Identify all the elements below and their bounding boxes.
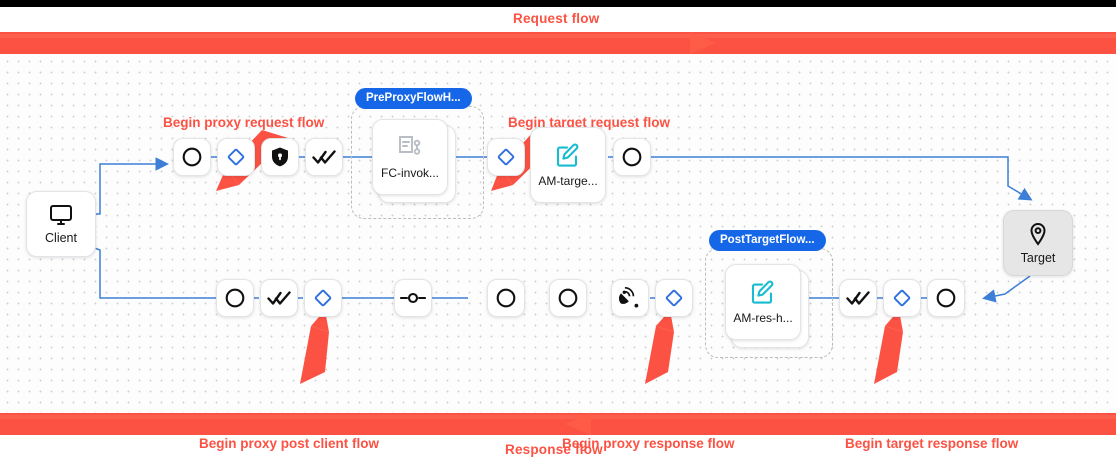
arrow-begin-target-response-flow xyxy=(874,310,903,384)
node-res-target-flow-start[interactable] xyxy=(883,279,921,317)
response-flow-banner xyxy=(0,413,1116,435)
satellite-dish-icon xyxy=(618,286,642,310)
policy-am-res-h-label: AM-res-h... xyxy=(733,311,793,325)
endpoint-target[interactable]: Target xyxy=(1003,210,1073,276)
edge-layer xyxy=(81,130,1033,384)
policy-am-res-h-stack: AM-res-h... xyxy=(725,264,809,348)
request-banner-highlight xyxy=(0,34,1116,38)
node-res-target-checks[interactable] xyxy=(839,279,877,317)
double-check-icon xyxy=(267,289,291,307)
circle-icon xyxy=(935,287,957,309)
edge-target-to-response xyxy=(982,275,1031,303)
circle-icon xyxy=(557,287,579,309)
policy-am-res-h[interactable]: AM-res-h... xyxy=(725,264,801,340)
circle-icon xyxy=(181,146,203,168)
policy-fc-invoke-stack: FC-invok... xyxy=(372,119,456,203)
arrow-begin-proxy-response-flow xyxy=(645,310,674,384)
policy-am-target-label: AM-targe... xyxy=(538,174,598,188)
edge-request-to-target xyxy=(651,156,1033,201)
node-req-target-end[interactable] xyxy=(613,138,651,176)
node-res-junction[interactable] xyxy=(394,279,432,317)
edge-response-to-client xyxy=(81,241,216,299)
circle-icon xyxy=(495,287,517,309)
node-req-target-flow-start[interactable] xyxy=(487,138,525,176)
diamond-icon xyxy=(664,288,684,308)
monitor-icon xyxy=(49,204,73,226)
response-banner-highlight xyxy=(0,415,1116,419)
top-black-strip xyxy=(0,0,1116,7)
diagram-canvas[interactable]: Begin proxy request flow Begin target re… xyxy=(0,54,1116,451)
node-req-security[interactable] xyxy=(261,138,299,176)
response-flow-label: Response flow xyxy=(505,442,603,457)
annotation-begin-proxy-request-flow: Begin proxy request flow xyxy=(163,115,325,130)
node-res-target-start[interactable] xyxy=(927,279,965,317)
circle-icon xyxy=(224,287,246,309)
node-res-post-client-flow-start[interactable] xyxy=(304,279,342,317)
diamond-icon xyxy=(496,147,516,167)
assign-message-icon xyxy=(750,279,776,305)
diamond-icon xyxy=(313,288,333,308)
double-check-icon xyxy=(846,289,870,307)
node-res-client-end[interactable] xyxy=(216,279,254,317)
annotation-begin-proxy-response-flow: Begin proxy response flow xyxy=(562,436,735,451)
node-req-checks[interactable] xyxy=(305,138,343,176)
request-flow-banner xyxy=(0,32,1116,54)
double-check-icon xyxy=(312,148,336,166)
policy-fc-invoke[interactable]: FC-invok... xyxy=(372,119,448,195)
circle-icon xyxy=(621,146,643,168)
node-res-proxy-response-flow-start[interactable] xyxy=(655,279,693,317)
node-res-circle-b[interactable] xyxy=(549,279,587,317)
diamond-icon xyxy=(892,288,912,308)
node-res-broadcast[interactable] xyxy=(611,279,649,317)
flow-callout-icon xyxy=(397,134,423,160)
junction-icon xyxy=(400,291,426,305)
map-pin-icon xyxy=(1028,222,1048,246)
request-flow-label: Request flow xyxy=(513,11,600,26)
group-tag-post-target-flow-hook[interactable]: PostTargetFlow... xyxy=(709,230,826,251)
annotation-begin-target-request-flow: Begin target request flow xyxy=(508,115,671,130)
endpoint-target-label: Target xyxy=(1020,250,1056,265)
annotation-begin-proxy-post-client-flow: Begin proxy post client flow xyxy=(199,436,380,451)
shield-lock-icon xyxy=(270,146,290,168)
arrow-begin-proxy-post-client-flow xyxy=(300,310,329,384)
assign-message-icon xyxy=(555,142,581,168)
endpoint-client-label: Client xyxy=(45,230,77,245)
node-req-proxy-flow-start[interactable] xyxy=(217,138,255,176)
diamond-icon xyxy=(226,147,246,167)
node-res-circle-a[interactable] xyxy=(487,279,525,317)
endpoint-client[interactable]: Client xyxy=(26,191,96,257)
policy-am-target[interactable]: AM-targe... xyxy=(530,127,606,203)
annotation-begin-target-response-flow: Begin target response flow xyxy=(845,436,1019,451)
policy-fc-invoke-label: FC-invok... xyxy=(380,166,439,180)
node-req-start[interactable] xyxy=(173,138,211,176)
node-res-checks[interactable] xyxy=(260,279,298,317)
group-tag-pre-proxy-flow-hook[interactable]: PreProxyFlowH... xyxy=(355,88,472,109)
